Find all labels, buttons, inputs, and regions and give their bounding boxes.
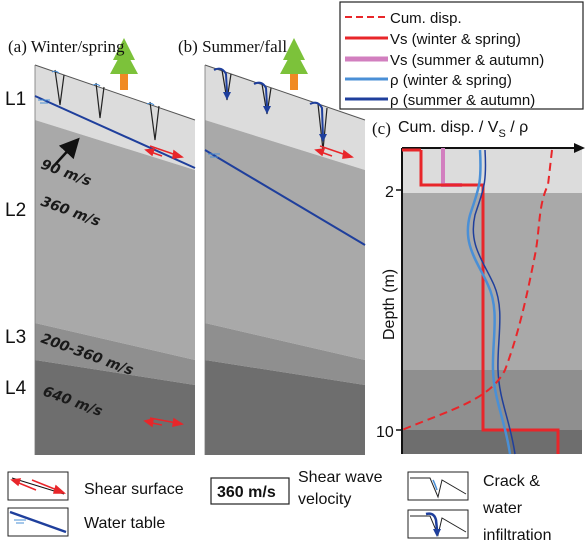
svg-text:L4: L4	[5, 378, 27, 399]
layer-labels: L1 L2 L3 L4	[5, 89, 27, 399]
legend-rho-summer: ρ (summer & autumn)	[390, 92, 535, 109]
panel-c: (c) Cum. disp. / VS / ρ 2 10 Depth (m)	[372, 119, 585, 455]
water-table-b	[204, 149, 366, 246]
layer-l1-a	[35, 65, 195, 170]
panel-a: (a) Winter/spring 90 m/s 360 m/s 200-360…	[8, 37, 196, 455]
panel-a-label: (a) Winter/spring	[8, 37, 125, 56]
legend-water-table: Water table	[84, 515, 165, 532]
legend-crack-1: Crack &	[483, 473, 540, 490]
legend-crack-3: infiltration	[483, 527, 551, 544]
legend-top: Cum. disp. Vs (winter & spring) Vs (summ…	[339, 1, 584, 110]
panel-c-label: (c)	[372, 119, 391, 138]
shear-arrows-a2	[143, 417, 184, 428]
layer-l4-a	[35, 360, 195, 455]
panel-c-axis-title: Cum. disp. / VS / ρ	[398, 119, 528, 140]
series-vs-winter	[419, 150, 560, 454]
legend-vs-winter: Vs (winter & spring)	[390, 31, 521, 48]
legend-cum-disp: Cum. disp.	[390, 10, 462, 27]
ytick-2: 2	[385, 184, 394, 201]
legend-velocity-box: 360 m/s	[217, 484, 276, 501]
layer-l2-a	[35, 120, 195, 360]
svg-text:L3: L3	[5, 327, 26, 348]
series-rho-summer	[472, 149, 516, 455]
shear-arrows-a	[144, 145, 184, 159]
tree-icon	[280, 38, 308, 90]
legend-bottom: Shear surface Water table 360 m/s Shear …	[7, 469, 551, 544]
legend-shear-wave: Shear wave	[298, 469, 383, 486]
svg-text:L2: L2	[5, 200, 26, 221]
legend-shear-surface: Shear surface	[84, 481, 184, 498]
layer-l3-a	[35, 323, 195, 385]
series-cum-disp	[401, 149, 553, 431]
panel-b-label: (b) Summer/fall	[178, 37, 287, 56]
y-axis-label: Depth (m)	[381, 269, 398, 340]
svg-text:L1: L1	[5, 89, 26, 110]
panel-b: (b) Summer/fall	[178, 37, 366, 455]
legend-vs-summer: Vs (summer & autumn)	[390, 52, 544, 69]
series-rho-winter	[466, 149, 512, 455]
legend-velocity: velocity	[298, 491, 351, 508]
tree-icon	[110, 38, 138, 90]
legend-rho-winter: ρ (winter & spring)	[390, 72, 512, 89]
ytick-10: 10	[376, 424, 394, 441]
water-table-a	[34, 95, 196, 169]
crack-icon	[54, 69, 160, 141]
legend-crack-2: water	[482, 500, 523, 517]
